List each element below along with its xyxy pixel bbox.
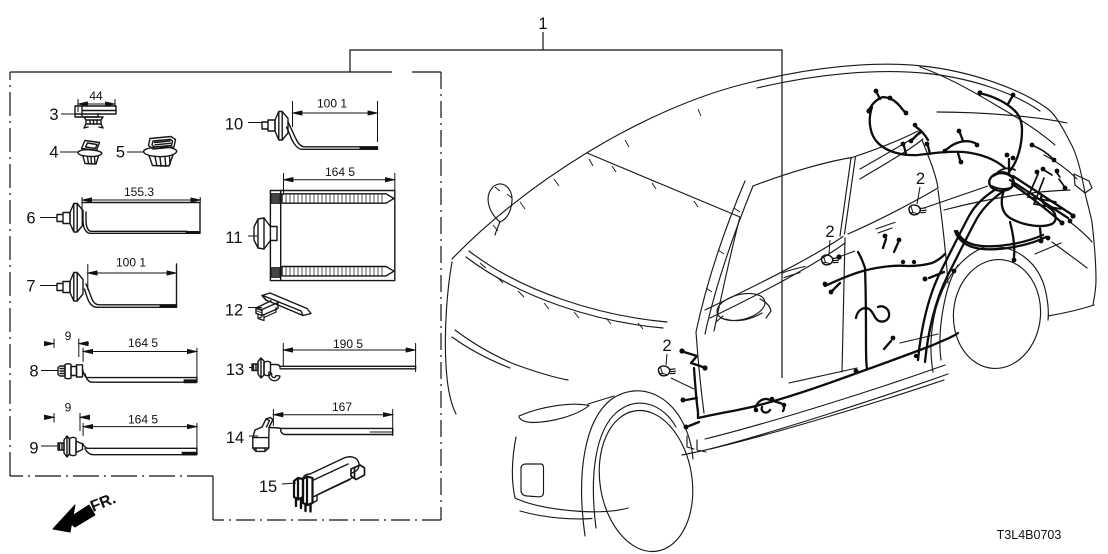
svg-text:6: 6 (26, 210, 35, 228)
svg-text:1: 1 (538, 15, 547, 33)
svg-text:T3L4B0703: T3L4B0703 (997, 528, 1062, 542)
svg-text:100 1: 100 1 (317, 97, 347, 111)
svg-text:2: 2 (825, 223, 834, 241)
svg-text:164 5: 164 5 (325, 165, 355, 179)
svg-text:190 5: 190 5 (333, 337, 363, 351)
svg-text:13: 13 (226, 361, 244, 379)
svg-text:2: 2 (916, 170, 925, 188)
svg-text:164 5: 164 5 (128, 336, 158, 350)
svg-text:2: 2 (662, 337, 671, 355)
svg-text:44: 44 (89, 89, 103, 103)
svg-text:9: 9 (65, 329, 72, 343)
svg-text:12: 12 (225, 302, 243, 320)
svg-text:15: 15 (259, 478, 277, 496)
svg-text:9: 9 (65, 401, 72, 415)
svg-text:11: 11 (225, 229, 242, 247)
svg-text:8: 8 (29, 363, 38, 381)
svg-text:100 1: 100 1 (116, 256, 146, 270)
svg-text:14: 14 (226, 429, 244, 447)
svg-text:155.3: 155.3 (124, 185, 154, 199)
svg-text:167: 167 (332, 400, 352, 414)
svg-text:10: 10 (225, 116, 243, 134)
svg-text:164 5: 164 5 (128, 413, 158, 427)
svg-text:7: 7 (26, 278, 35, 296)
svg-text:4: 4 (49, 144, 58, 162)
svg-text:3: 3 (49, 106, 58, 124)
svg-text:9: 9 (29, 440, 38, 458)
svg-text:5: 5 (116, 144, 125, 162)
